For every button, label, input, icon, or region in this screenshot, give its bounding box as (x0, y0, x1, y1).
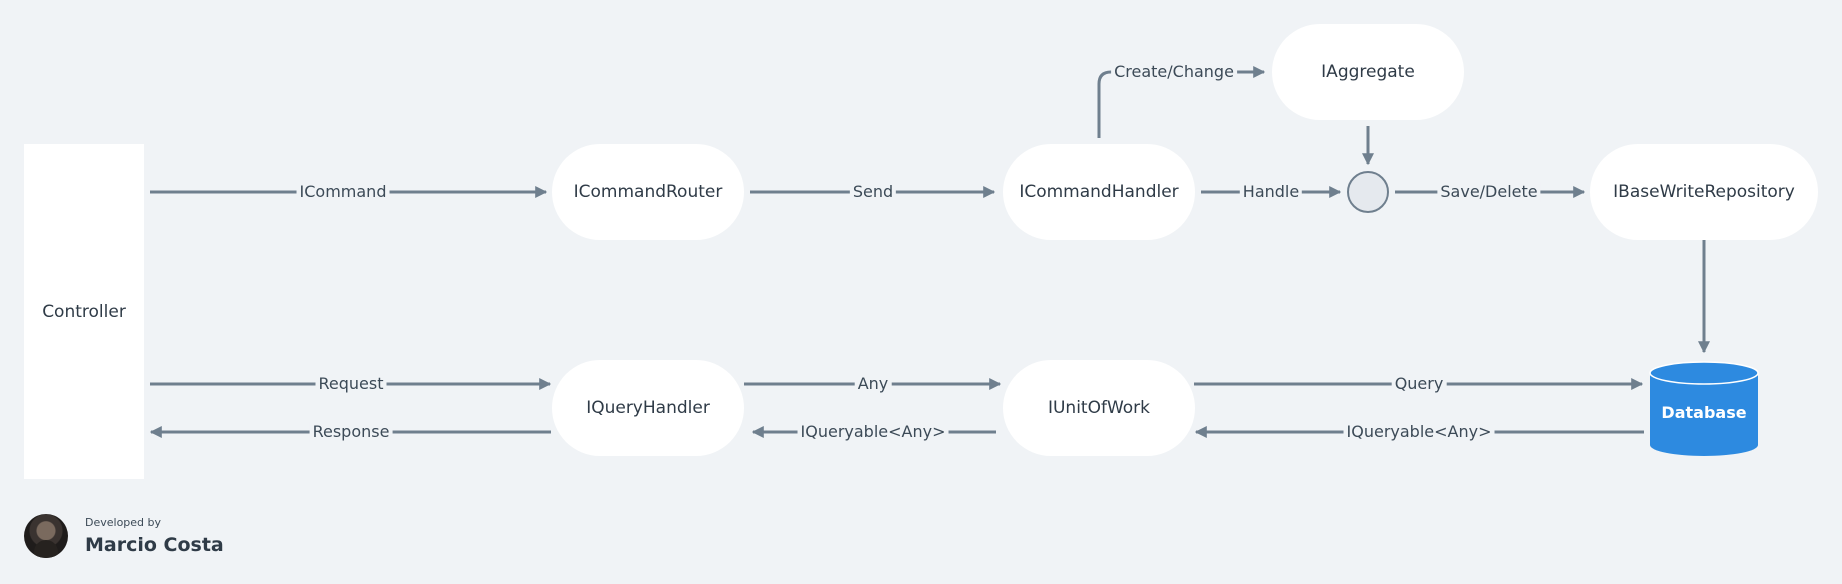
edge-label-icommand: ICommand (296, 182, 390, 202)
author-credit: Developed by Marcio Costa (24, 514, 324, 564)
iaggregate-label: IAggregate (1321, 62, 1415, 82)
iunitofwork-node: IUnitOfWork (1003, 360, 1195, 456)
author-name: Marcio Costa (85, 534, 224, 556)
icommandrouter-node: ICommandRouter (552, 144, 744, 240)
ibasewriterepository-node: IBaseWriteRepository (1590, 144, 1818, 240)
edge-label-iqueryable-right: IQueryable<Any> (1343, 422, 1495, 442)
edge-label-query: Query (1391, 374, 1447, 394)
edge-label-create-change: Create/Change (1111, 62, 1237, 82)
controller-label: Controller (42, 301, 126, 322)
edge-create-change (1097, 66, 1266, 138)
edge-label-response: Response (309, 422, 393, 442)
edge-label-any: Any (854, 374, 892, 394)
iaggregate-node: IAggregate (1272, 24, 1464, 120)
database-label: Database (1661, 403, 1747, 422)
iunitofwork-label: IUnitOfWork (1047, 398, 1151, 418)
iqueryhandler-label: IQueryHandler (586, 398, 710, 418)
edge-label-save-delete: Save/Delete (1437, 182, 1541, 202)
edge-label-handle: Handle (1239, 182, 1303, 202)
controller-node: Controller (24, 144, 144, 479)
edge-label-request: Request (315, 374, 387, 394)
iqueryhandler-node: IQueryHandler (552, 360, 744, 456)
avatar (24, 514, 68, 558)
ibasewriterepository-label: IBaseWriteRepository (1613, 182, 1795, 202)
edge-label-iqueryable-left: IQueryable<Any> (797, 422, 949, 442)
edge-label-send: Send (849, 182, 897, 202)
developed-by-label: Developed by (85, 516, 162, 529)
junction-node (1347, 171, 1389, 213)
icommandhandler-node: ICommandHandler (1003, 144, 1195, 240)
database-cylinder (1649, 361, 1759, 456)
icommandrouter-label: ICommandRouter (573, 182, 723, 202)
icommandhandler-label: ICommandHandler (1019, 182, 1179, 202)
